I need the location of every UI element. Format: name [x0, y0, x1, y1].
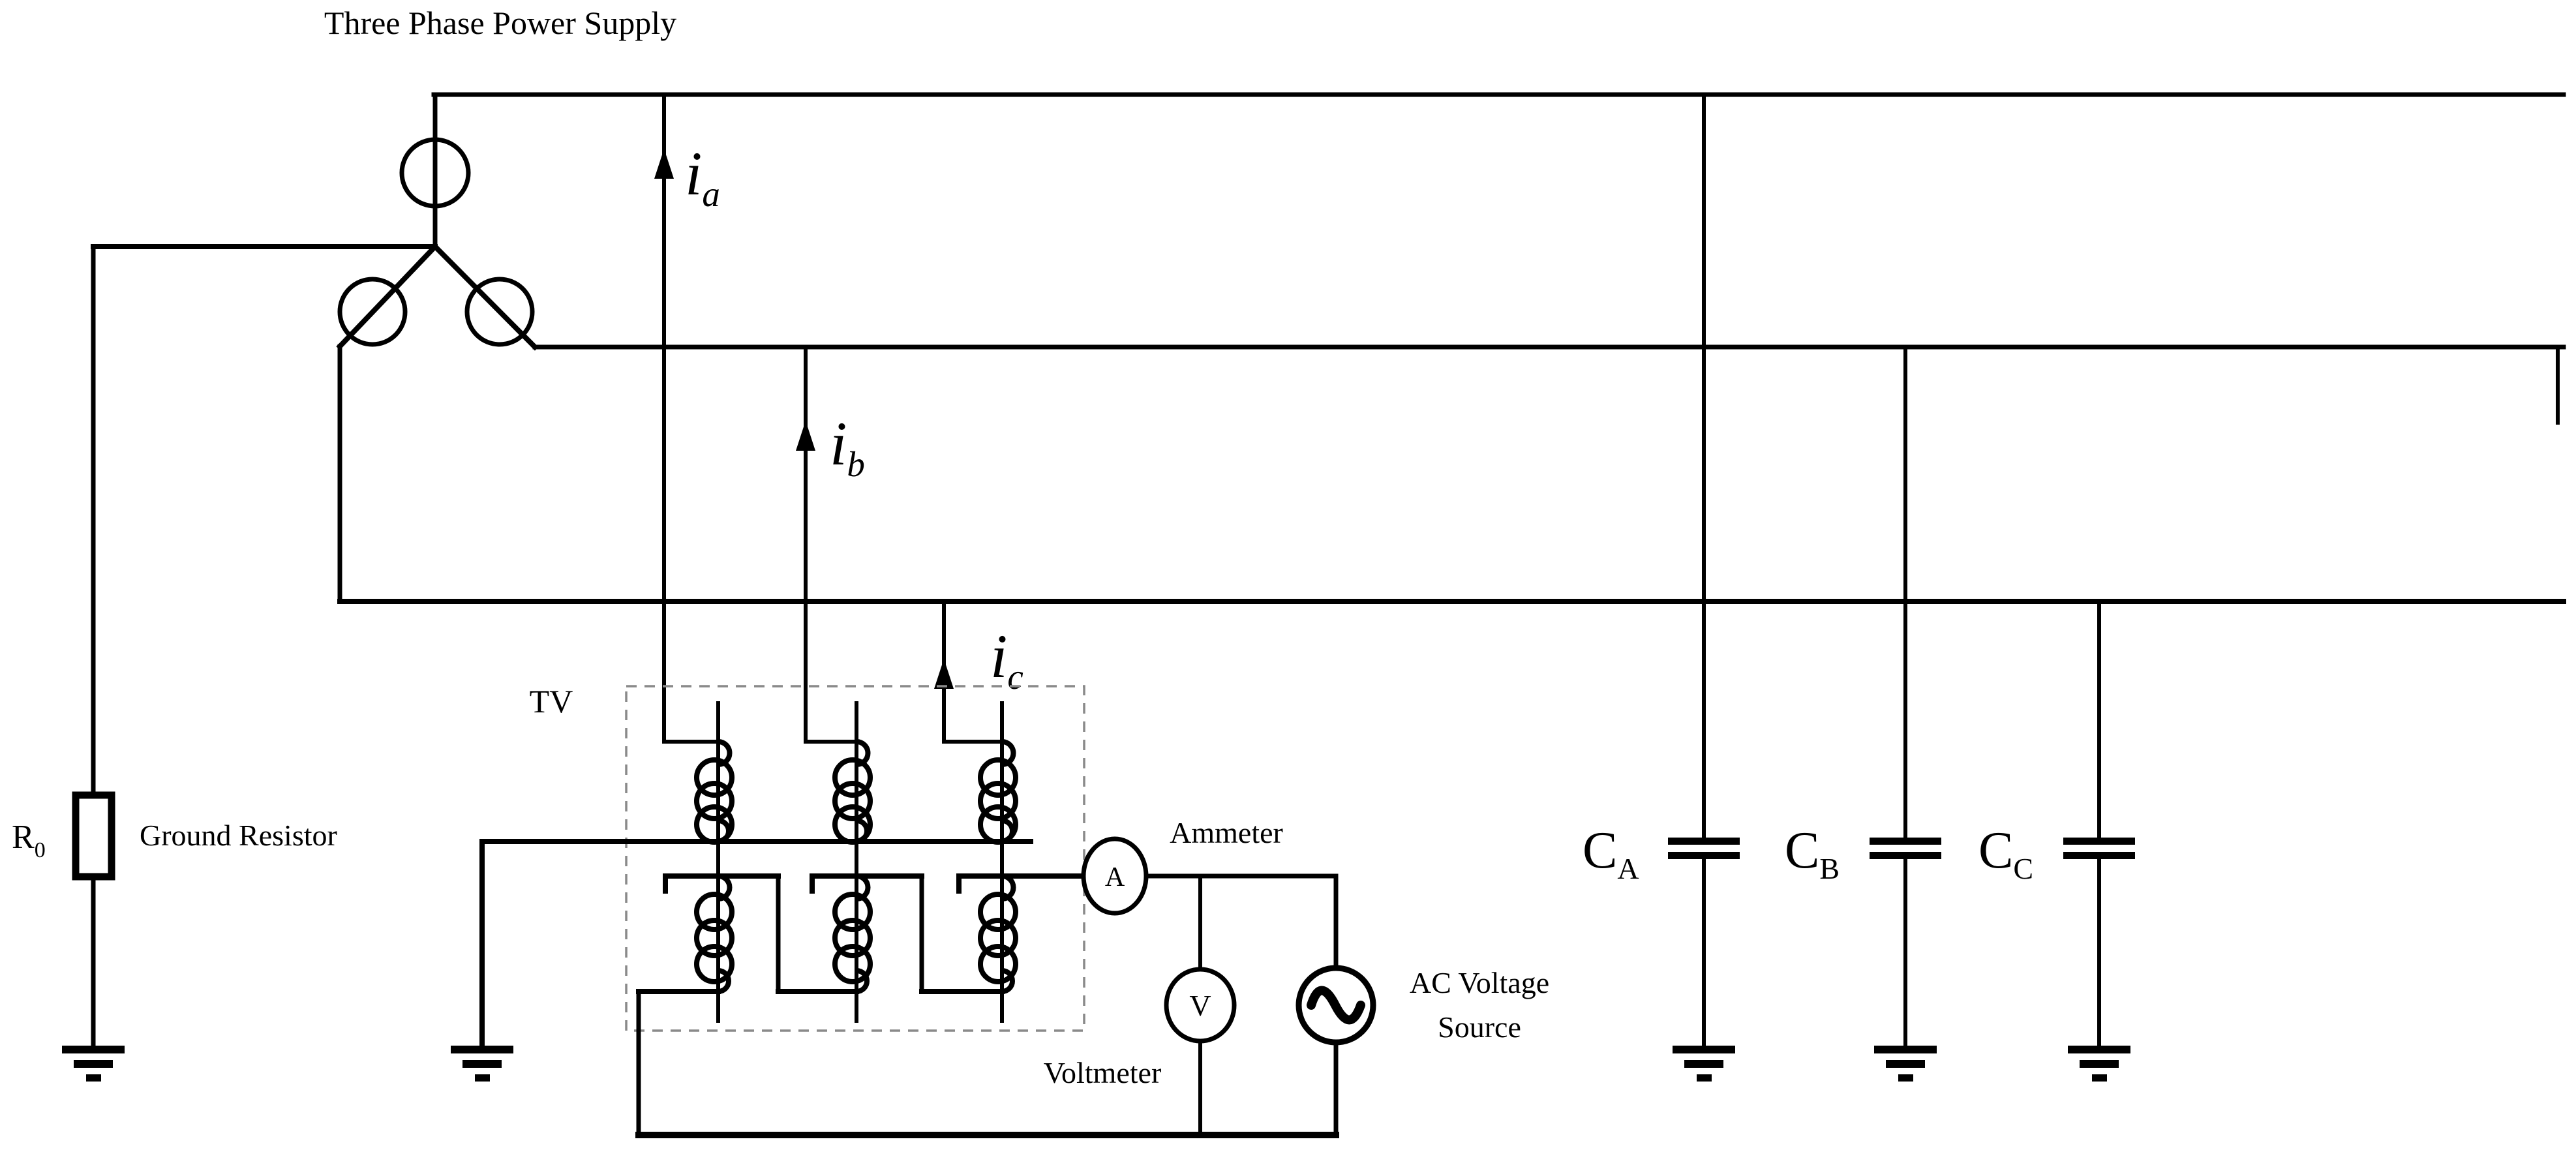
capacitor-cc-label: CC	[1978, 822, 2033, 885]
ground-resistor-branch: R0 Ground Resistor	[12, 244, 337, 1082]
ground-resistor-label: Ground Resistor	[140, 819, 337, 852]
phase-c-source-diagonal-wire	[336, 243, 439, 350]
phase-bus-lines	[337, 92, 2566, 604]
current-ic-sub: c	[1007, 657, 1023, 697]
capacitor-cc-branch: CC	[1978, 599, 2135, 1082]
phase-b-source-diagonal-wire	[431, 243, 539, 351]
tv-dashed-boundary	[625, 685, 1085, 1032]
ground-icon	[62, 1046, 125, 1082]
tv-primary-winding-2-coil-icon	[832, 739, 873, 845]
capacitor-ca-icon	[1668, 838, 1740, 859]
capacitor-cc-icon	[2063, 838, 2135, 859]
feed-a-wire	[662, 93, 720, 744]
capacitor-cb-label: CB	[1785, 822, 1840, 885]
feed-b-wire	[804, 345, 858, 744]
secondary-1-top-bar-wire	[663, 873, 781, 894]
voltmeter-label: Voltmeter	[1044, 1056, 1162, 1089]
tv-neutral-ground-wire	[479, 839, 1033, 1048]
current-ia-label: ia	[685, 139, 720, 214]
current-ic-base: i	[990, 622, 1007, 691]
phase-a-winding-icon	[399, 137, 471, 209]
feed-c-wire	[942, 599, 1004, 744]
phase-c-winding-icon	[337, 277, 408, 347]
tv-secondary-winding-1-coil-icon	[694, 873, 735, 994]
phase-feed-lines: ia ib ic	[654, 93, 1023, 744]
power-supply-title: Three Phase Power Supply	[324, 5, 676, 41]
capacitor-cb-ground-icon	[1874, 1046, 1937, 1082]
secondary-3-top-bar-to-ammeter-wire	[956, 873, 1086, 894]
tv-secondary-wiring	[636, 873, 1086, 1138]
ammeter-label: Ammeter	[1170, 816, 1283, 849]
capacitor-ca-ground-icon	[1673, 1046, 1735, 1082]
current-ic-label: ic	[990, 622, 1023, 697]
capacitor-cb-base: C	[1785, 822, 1819, 879]
tv-primary-winding-1-coil-icon	[694, 739, 735, 845]
current-ib-arrow-up-icon	[796, 421, 815, 451]
sine-wave-icon	[1307, 986, 1365, 1025]
voltmeter-icon	[1164, 967, 1237, 1044]
resistor-icon	[72, 791, 115, 881]
current-ib-sub: b	[847, 444, 865, 484]
resistor-ref-sub: 0	[35, 838, 46, 862]
voltage-transformer-group: TV	[451, 683, 1086, 1138]
capacitor-ca-branch: CA	[1583, 93, 1740, 1082]
current-ib-label: ib	[830, 409, 865, 484]
current-ib-base: i	[830, 409, 847, 478]
ac-source-label-line2: Source	[1438, 1010, 1521, 1044]
current-ia-base: i	[685, 139, 702, 208]
current-ic-arrow-up-icon	[934, 659, 954, 689]
capacitor-cb-sub: B	[1819, 852, 1840, 885]
resistor-ref-base: R	[12, 819, 35, 856]
capacitor-ca-base: C	[1583, 822, 1617, 879]
capacitor-ca-sub: A	[1617, 852, 1639, 885]
tv-secondary-winding-3-coil-icon	[978, 873, 1018, 994]
tv-primary-winding-3-coil-icon	[978, 739, 1018, 845]
capacitor-cc-base: C	[1978, 822, 2013, 879]
capacitor-cb-branch: CB	[1785, 345, 1941, 1082]
tv-ground-icon	[451, 1046, 513, 1082]
capacitor-ca-label: CA	[1583, 822, 1639, 885]
voltmeter-symbol: V	[1189, 989, 1211, 1022]
secondary-2-top-bar-wire	[810, 873, 924, 894]
ammeter-icon	[1081, 836, 1149, 916]
capacitor-cc-ground-icon	[2068, 1046, 2130, 1082]
capacitor-cb-icon	[1870, 838, 1941, 859]
current-ia-arrow-up-icon	[654, 149, 674, 179]
tv-secondary-winding-2-coil-icon	[832, 873, 873, 994]
capacitor-cc-sub: C	[2013, 852, 2033, 885]
tv-label: TV	[530, 683, 573, 719]
ammeter-symbol: A	[1105, 862, 1125, 892]
ac-source-label-line1: AC Voltage	[1410, 966, 1549, 999]
current-ia-sub: a	[702, 174, 720, 214]
three-phase-source: Three Phase Power Supply	[91, 5, 676, 604]
phase-b-winding-icon	[464, 277, 535, 347]
measuring-circuit: A Ammeter V Voltmeter AC Voltage Source	[635, 816, 1549, 1138]
resistor-ref-label: R0	[12, 819, 46, 862]
